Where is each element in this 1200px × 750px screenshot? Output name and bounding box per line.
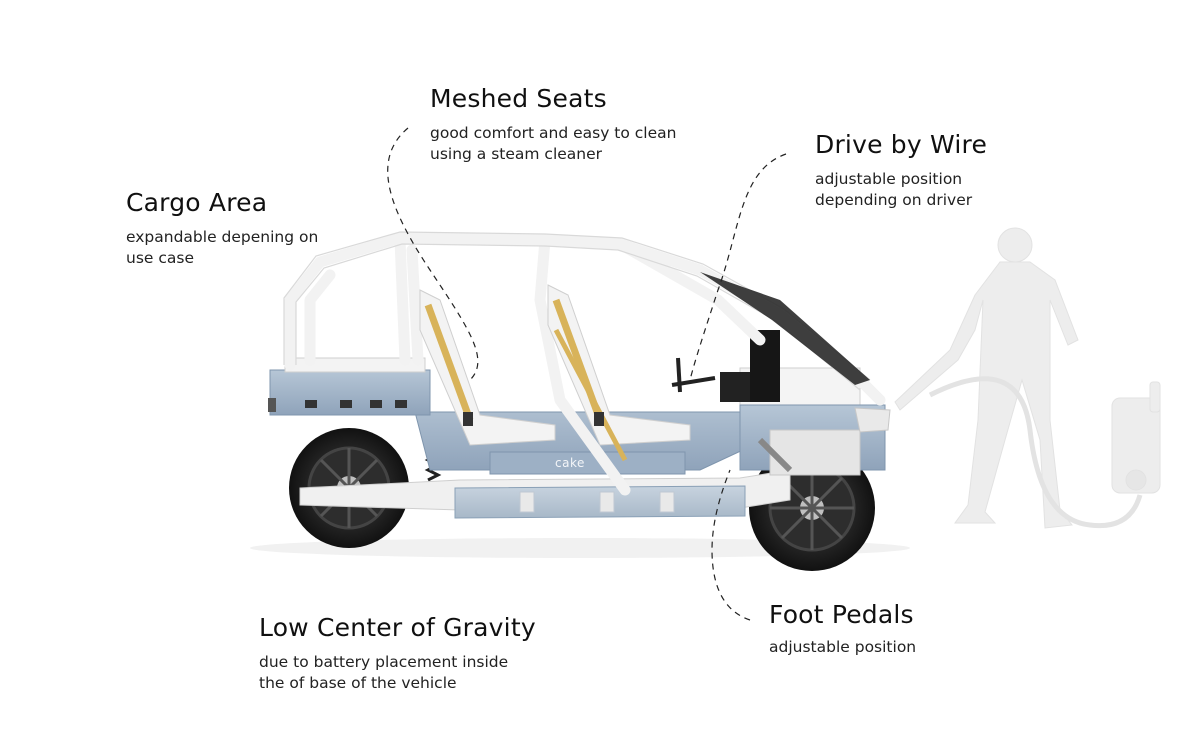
callout-drive-by-wire: Drive by Wire adjustable position depend… [815,130,987,211]
front-fork [757,437,793,473]
ground-shadow [250,538,910,558]
callout-description: adjustable position [769,637,916,658]
steering-wheel [671,357,716,393]
callout-title: Meshed Seats [430,84,607,113]
callout-low-center-of-gravity: Low Center of Gravity due to battery pla… [259,613,536,694]
cake-logo-text: cake [555,456,585,470]
rear-seat [419,289,556,446]
callout-description-line: use case [126,249,194,267]
leader-lines [387,127,787,621]
callout-description-line: adjustable position [769,638,917,656]
callout-title: Drive by Wire [815,130,988,159]
callout-description: expandable depening on use case [126,227,318,269]
seats-leader-line [387,127,479,381]
callout-description-line: good comfort and easy to clean [430,124,677,142]
callout-description-line: using a steam cleaner [430,145,603,163]
roof-panel [700,272,870,385]
callout-meshed-seats: Meshed Seats good comfort and easy to cl… [430,84,676,165]
chassis [299,469,791,519]
cargo-bed [268,357,431,416]
callout-title: Low Center of Gravity [259,613,536,642]
callout-description: adjustable position depending on driver [815,169,987,211]
callout-title: Cargo Area [126,188,268,217]
callout-cargo-area: Cargo Area expandable depening on use ca… [126,188,318,269]
front-seat [547,284,691,462]
front-module [720,330,891,476]
person-silhouette [894,227,1161,529]
callout-description-line: due to battery placement inside [259,653,509,671]
callout-title: Foot Pedals [769,600,914,629]
callout-description: good comfort and easy to clean using a s… [430,123,676,165]
pedals-leader-line [711,469,751,621]
callout-description-line: the of base of the vehicle [259,674,457,692]
callout-description: due to battery placement inside the of b… [259,652,536,694]
callout-description-line: expandable depening on [126,228,319,246]
callout-description-line: adjustable position [815,170,963,188]
callout-description-line: depending on driver [815,191,973,209]
callout-foot-pedals: Foot Pedals adjustable position [769,600,916,658]
wire-leader-line [689,153,787,381]
